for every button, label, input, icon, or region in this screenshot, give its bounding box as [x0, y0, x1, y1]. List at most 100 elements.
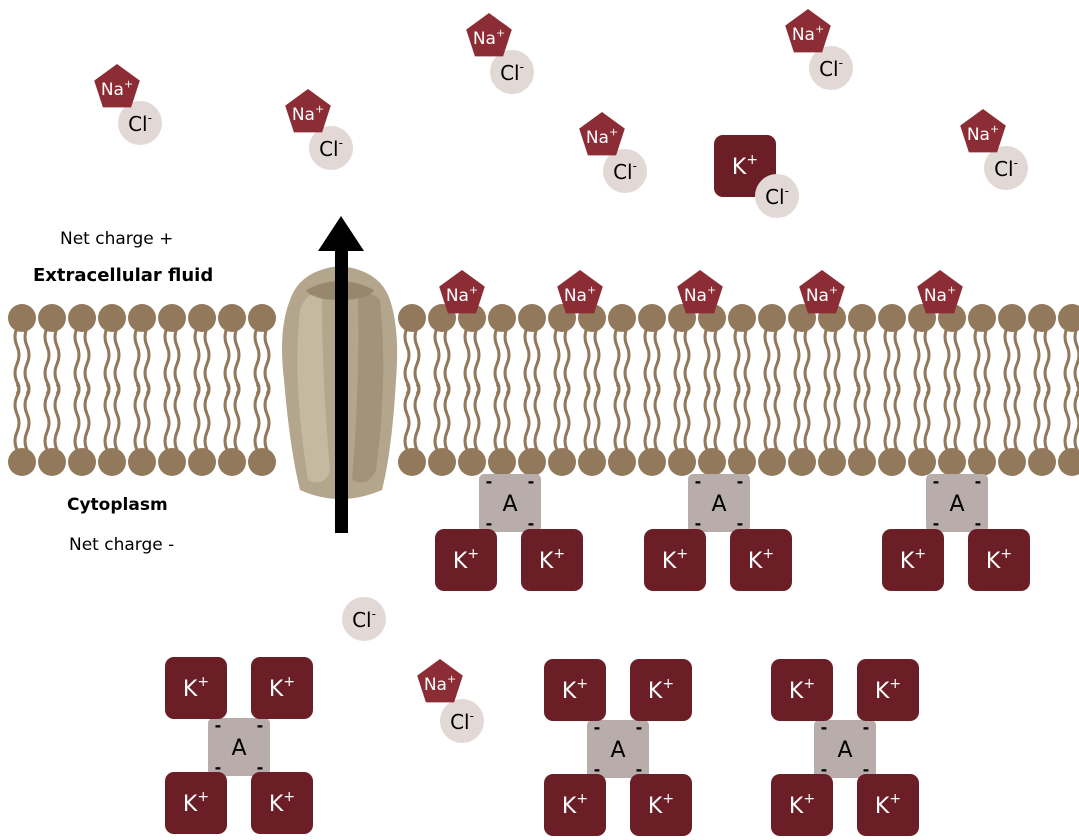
lipid-tail	[473, 383, 481, 451]
sodium-pentagon	[917, 270, 963, 314]
anion-charge-minus: -	[486, 472, 493, 491]
lipid-tail	[23, 383, 31, 451]
anion-label: A	[610, 738, 625, 763]
anion-charge-minus: -	[737, 472, 744, 491]
anion-charge-minus: -	[863, 718, 870, 737]
anion-square	[208, 718, 270, 776]
lipid-head	[938, 448, 966, 476]
lipid-head	[758, 304, 786, 332]
anion-charge-minus: -	[821, 718, 828, 737]
anion-square	[587, 720, 649, 778]
lipid-tail	[703, 383, 711, 451]
lipid-tail	[1063, 383, 1071, 451]
lipid-tail	[913, 383, 921, 451]
anion-charge-minus: -	[528, 472, 535, 491]
sodium-pentagon	[799, 270, 845, 314]
sodium-label: Na+	[967, 122, 999, 145]
lipid-tail	[673, 383, 681, 451]
sodium-label: Na+	[792, 22, 824, 45]
sodium-label: Na+	[292, 102, 324, 125]
sodium-pentagon	[439, 270, 485, 314]
potassium-label: K+	[183, 674, 209, 702]
lipid-tail	[623, 383, 631, 451]
lipid-tail	[203, 383, 211, 451]
chloride-label: Cl-	[500, 60, 524, 85]
channel-highlight	[297, 294, 330, 483]
chloride-ion: Cl-	[118, 101, 162, 145]
chloride-label: Cl-	[450, 709, 474, 734]
extracellular-fluid-label: Extracellular fluid	[33, 265, 214, 286]
lipid-head	[968, 304, 996, 332]
lipid-head	[68, 304, 96, 332]
lipid-tail	[43, 383, 51, 451]
chloride-circle	[490, 50, 534, 94]
lipid-head	[218, 448, 246, 476]
potassium-square	[630, 774, 692, 836]
chloride-ion: Cl-	[809, 46, 853, 90]
anion-charge-minus: -	[594, 760, 601, 779]
anion-label: A	[711, 492, 726, 517]
lipid-tail	[173, 383, 181, 451]
anion-charge-minus: -	[257, 716, 264, 735]
lipid-tail	[653, 383, 661, 451]
anion: A----	[587, 718, 649, 779]
chloride-label: Cl-	[994, 156, 1018, 181]
potassium-label: K+	[648, 791, 674, 819]
lipid-head	[8, 304, 36, 332]
potassium-ion: K+	[644, 529, 706, 591]
chloride-circle	[809, 46, 853, 90]
lipid-head	[38, 304, 66, 332]
lipid-tail	[133, 383, 141, 451]
sodium-ion: Na+	[960, 109, 1006, 153]
chloride-label: Cl-	[319, 136, 343, 161]
lipid-head	[398, 304, 426, 332]
anion-label: A	[949, 492, 964, 517]
lipid-head	[158, 304, 186, 332]
lipid-head	[728, 304, 756, 332]
sodium-ion: Na+	[677, 270, 723, 314]
arrow-head	[318, 216, 364, 251]
lipid-head	[638, 304, 666, 332]
lipid-head	[68, 448, 96, 476]
chloride-circle	[984, 146, 1028, 190]
arrow-shaft	[335, 246, 348, 533]
lipid-head	[1058, 304, 1079, 332]
lipid-tail	[1073, 383, 1079, 451]
lipid-head	[128, 304, 156, 332]
lipid-head	[668, 448, 696, 476]
potassium-ion: K+	[165, 657, 227, 719]
lipid-head	[1058, 448, 1079, 476]
anion-charge-minus: -	[636, 718, 643, 737]
sodium-ion: Na+	[785, 9, 831, 53]
anion-charge-minus: -	[737, 514, 744, 533]
sodium-pentagon	[677, 270, 723, 314]
potassium-square	[165, 772, 227, 834]
anion-charge-minus: -	[215, 758, 222, 777]
lipid-tail	[823, 383, 831, 451]
lipid-head	[1028, 304, 1056, 332]
lipid-tail	[953, 383, 961, 451]
anion-square	[814, 720, 876, 778]
chloride-circle	[309, 126, 353, 170]
sodium-pentagon	[785, 9, 831, 53]
potassium-ion: K+	[857, 774, 919, 836]
lipid-head	[758, 448, 786, 476]
anion: A----	[479, 472, 541, 533]
anion-charge-minus: -	[257, 758, 264, 777]
lipid-tail	[163, 383, 171, 451]
lipid-head	[998, 304, 1026, 332]
lipid-tail	[403, 383, 411, 451]
lipid-head	[818, 448, 846, 476]
lipid-tail	[863, 383, 871, 451]
lipid-head	[788, 448, 816, 476]
lipid-tail	[773, 383, 781, 451]
potassium-square	[882, 529, 944, 591]
lipid-head	[698, 448, 726, 476]
sodium-pentagon	[466, 13, 512, 57]
lipid-head	[488, 448, 516, 476]
anion-charge-minus: -	[636, 760, 643, 779]
anion-charge-minus: -	[695, 472, 702, 491]
chloride-circle	[755, 174, 799, 218]
lipid-head	[1028, 448, 1056, 476]
